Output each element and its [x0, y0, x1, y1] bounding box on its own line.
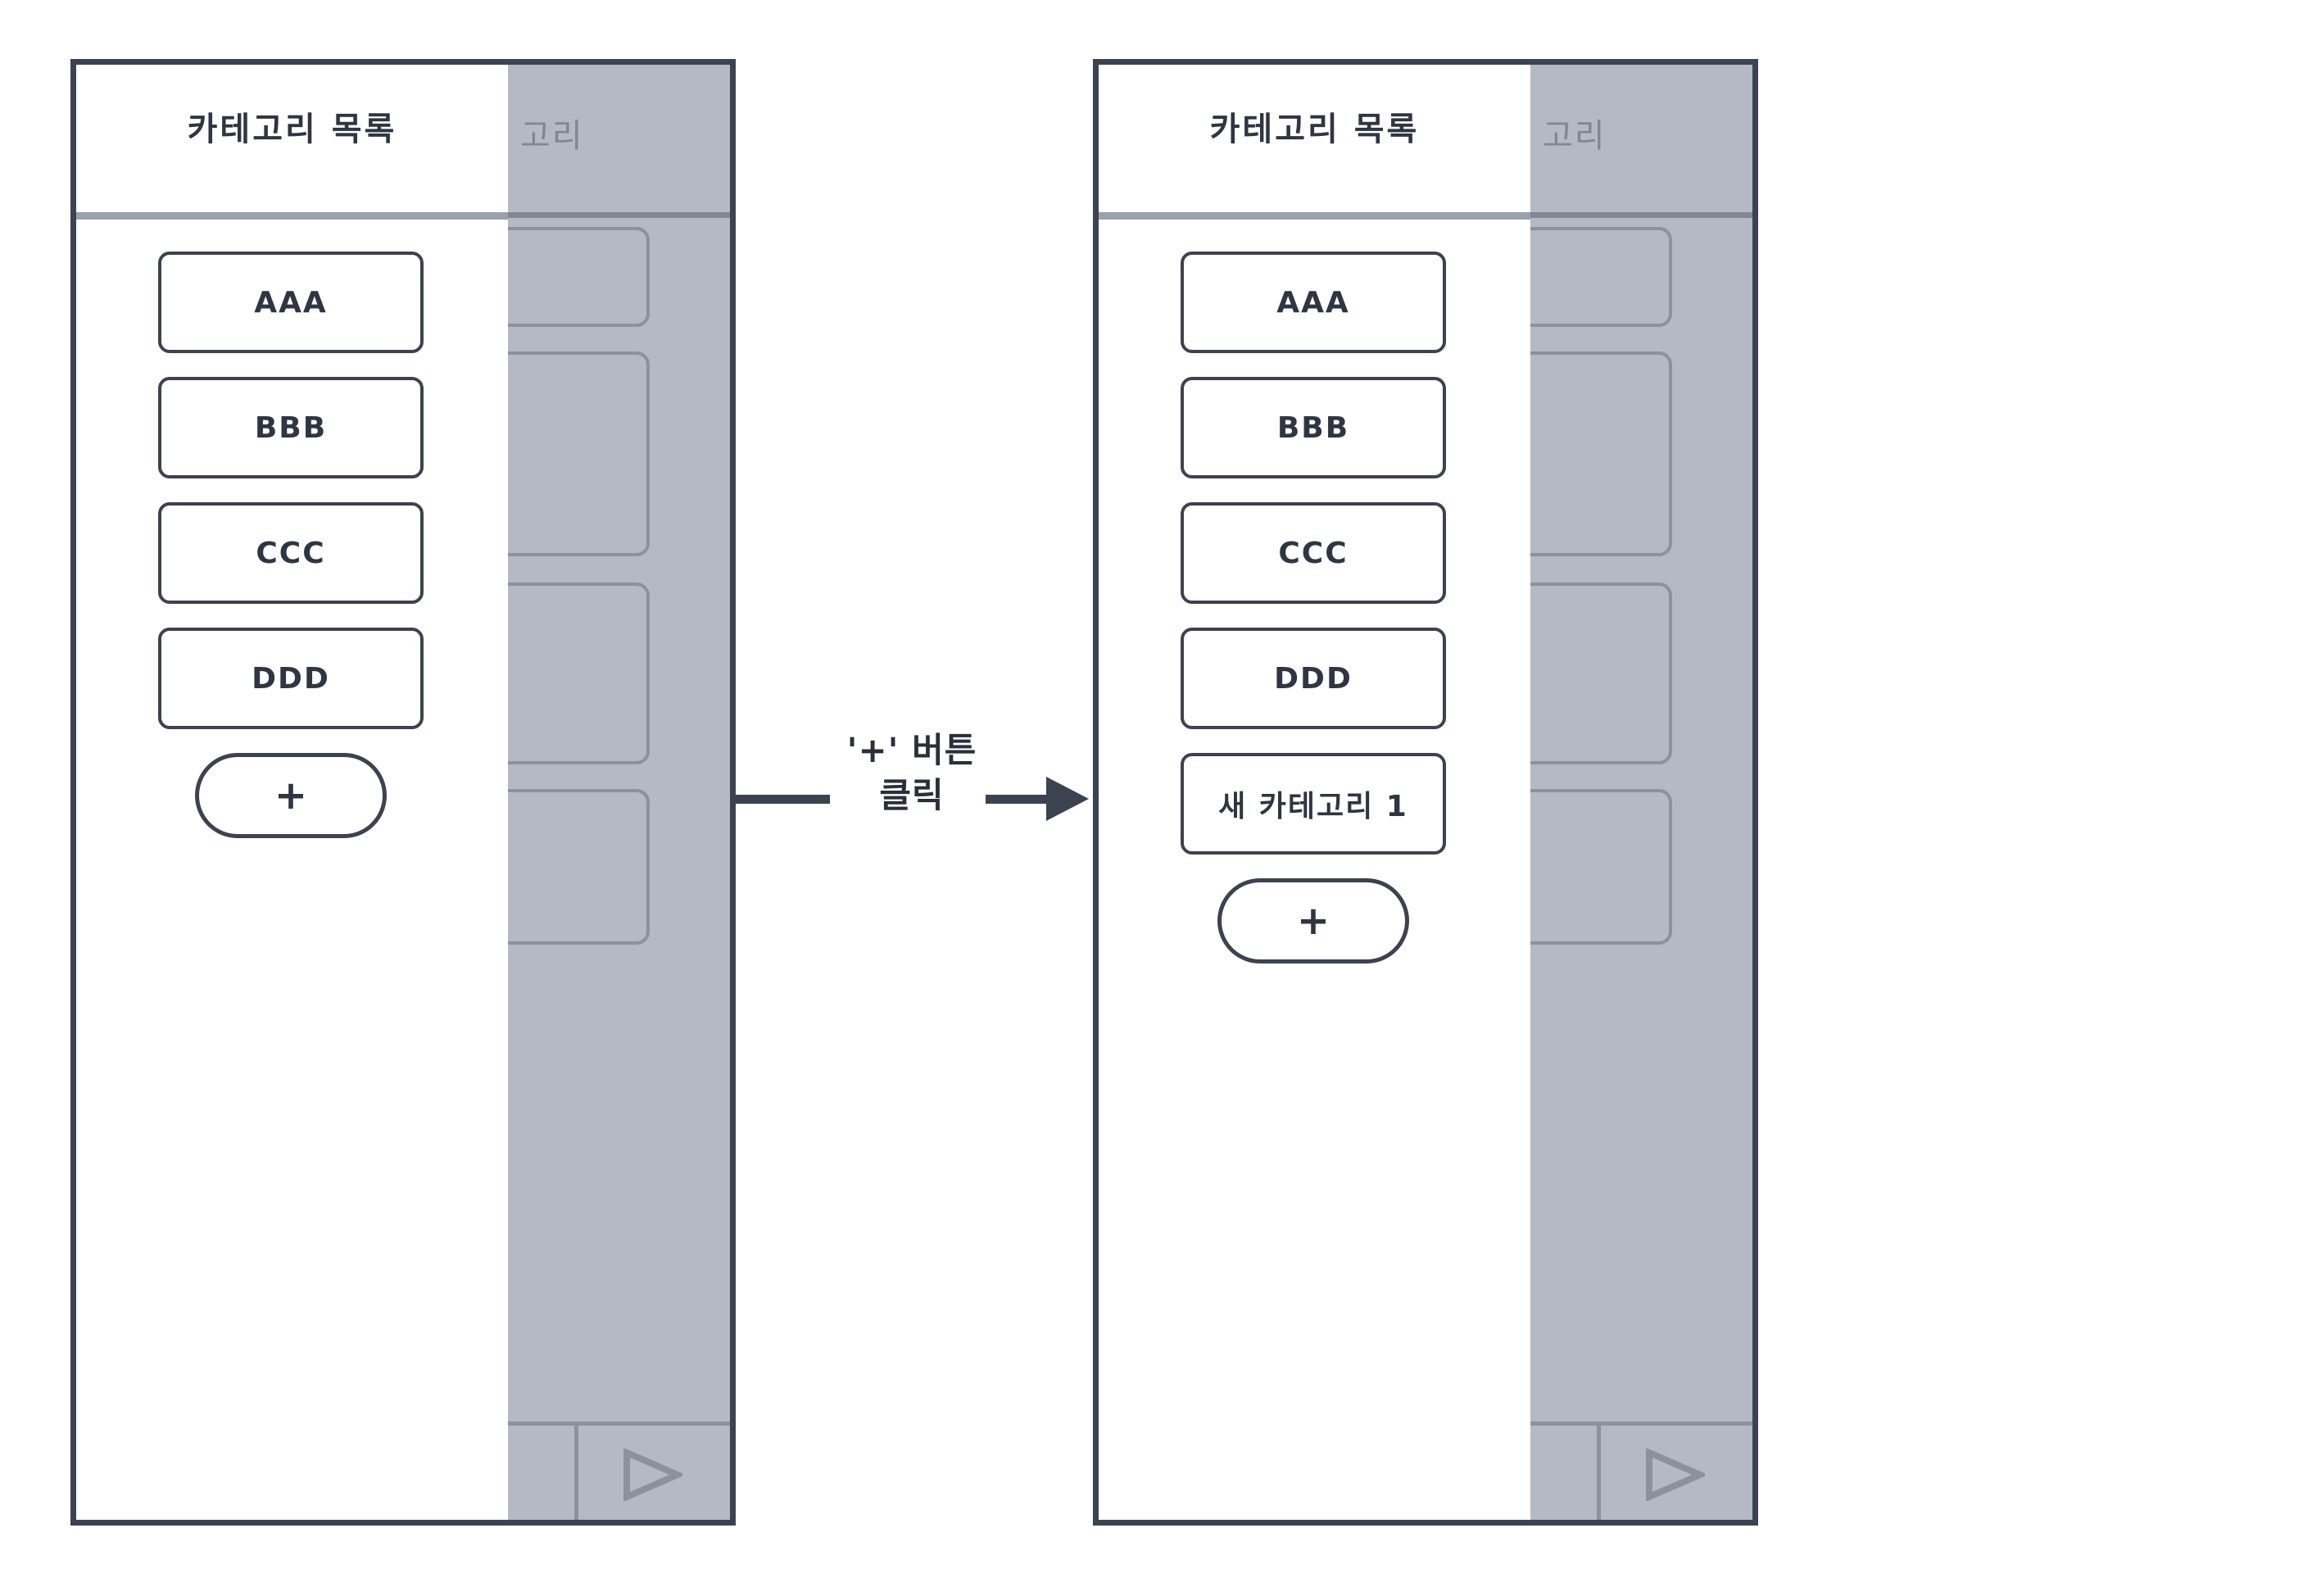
background-card — [1512, 789, 1672, 945]
background-card — [489, 227, 650, 327]
background-panel-after: 고리 — [1512, 65, 1752, 1520]
background-card — [489, 351, 650, 556]
background-header-label-after: 고리 — [1543, 117, 1607, 155]
add-category-button-after[interactable]: + — [1217, 878, 1409, 963]
background-header-divider-after — [1523, 212, 1752, 218]
category-list-before: AAA BBB CCC DDD + — [158, 252, 424, 838]
arrow-line-left — [732, 795, 830, 804]
category-item-ccc[interactable]: CCC — [1181, 502, 1446, 604]
background-card — [1512, 227, 1672, 327]
background-bottom-bar-before — [501, 1421, 730, 1520]
background-bottom-bar-after — [1523, 1421, 1752, 1520]
transition-arrow-group: '+' 버튼 클릭 — [732, 729, 1092, 877]
background-card — [1512, 583, 1672, 764]
arrow-right-icon — [1046, 777, 1089, 821]
add-category-button-before[interactable]: + — [195, 753, 387, 838]
background-panel-before: 고리 — [489, 65, 730, 1520]
background-card — [489, 789, 650, 945]
background-card — [489, 583, 650, 764]
transition-label-line1: '+' 버튼 — [846, 730, 977, 770]
category-item-new-category-1[interactable]: 새 카테고리 1 — [1181, 753, 1446, 855]
foreground-panel-before: 카테고리 목록 AAA BBB CCC DDD + — [76, 65, 508, 1520]
play-triangle-icon[interactable] — [1644, 1447, 1709, 1504]
background-card — [1512, 351, 1672, 556]
panel-before: 고리 카테고리 목록 AAA BBB CCC DD — [70, 59, 736, 1526]
category-item-ddd[interactable]: DDD — [1181, 628, 1446, 729]
title-divider-before — [76, 212, 508, 220]
category-item-bbb[interactable]: BBB — [1181, 377, 1446, 478]
play-triangle-icon[interactable] — [622, 1447, 687, 1504]
category-list-after: AAA BBB CCC DDD 새 카테고리 1 + — [1181, 252, 1446, 963]
transition-label-line2: 클릭 — [879, 775, 945, 816]
title-divider-after — [1099, 212, 1530, 220]
category-item-ddd[interactable]: DDD — [158, 628, 424, 729]
background-header-label-before: 고리 — [520, 117, 584, 155]
bottom-bar-divider — [574, 1426, 578, 1520]
panel-after: 고리 카테고리 목록 AAA BBB CCC DD — [1093, 59, 1758, 1526]
page-title-after: 카테고리 목록 — [1209, 111, 1420, 148]
category-item-aaa[interactable]: AAA — [1181, 252, 1446, 353]
category-item-bbb[interactable]: BBB — [158, 377, 424, 478]
bottom-bar-divider — [1597, 1426, 1601, 1520]
page-title-before: 카테고리 목록 — [187, 111, 397, 148]
transition-label: '+' 버튼 클릭 — [732, 728, 1092, 818]
background-header-divider-before — [501, 212, 730, 218]
category-item-aaa[interactable]: AAA — [158, 252, 424, 353]
foreground-panel-after: 카테고리 목록 AAA BBB CCC DDD 새 카테고리 1 + — [1099, 65, 1530, 1520]
category-item-ccc[interactable]: CCC — [158, 502, 424, 604]
arrow-line-right — [986, 795, 1056, 804]
